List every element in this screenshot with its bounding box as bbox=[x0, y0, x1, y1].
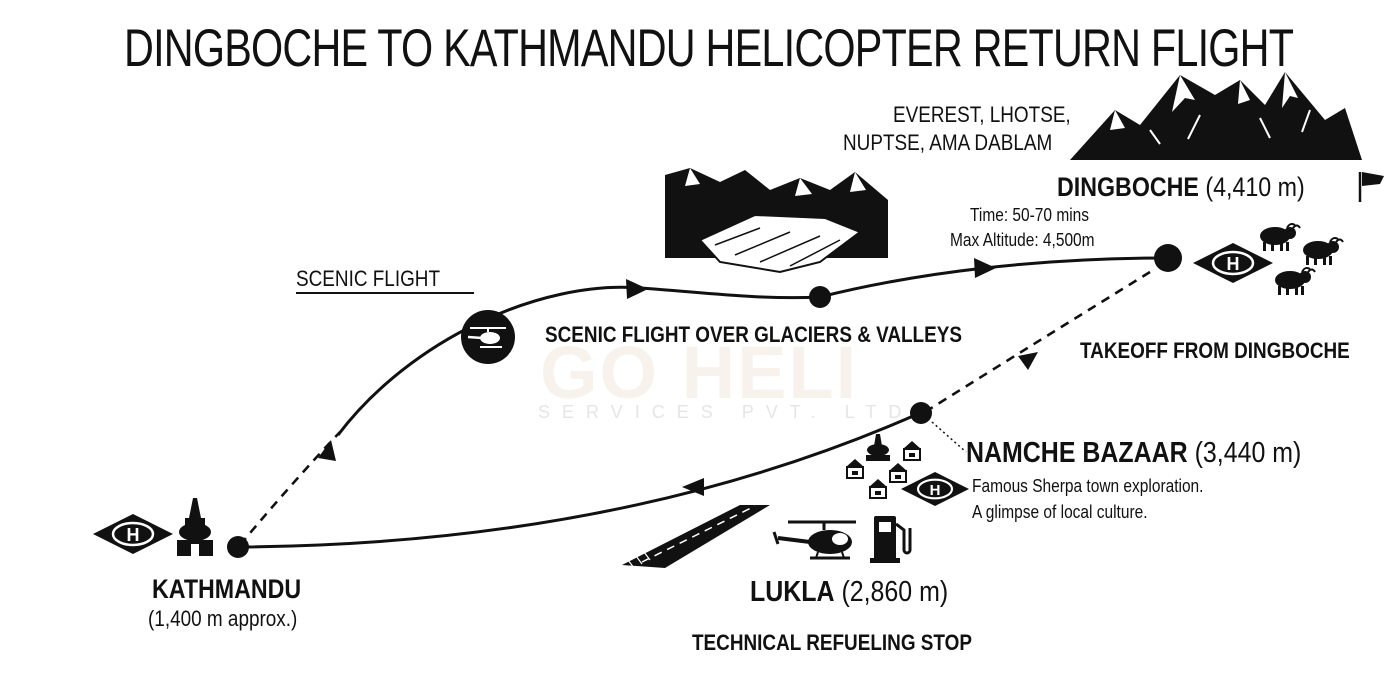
page-title: DINGBOCHE TO KATHMANDU HELICOPTER RETURN… bbox=[124, 19, 1294, 78]
namche-desc-line1: Famous Sherpa town exploration. bbox=[972, 476, 1204, 496]
dingboche-name: DINGBOCHE bbox=[1057, 172, 1199, 202]
route-arrow bbox=[318, 440, 336, 461]
route-arrow bbox=[974, 258, 996, 278]
watermark-brand: GO HELI bbox=[540, 331, 859, 414]
namche-desc-line2: A glimpse of local culture. bbox=[972, 502, 1148, 522]
route-arrow bbox=[626, 279, 648, 299]
scenic-glaciers-label: SCENIC FLIGHT OVER GLACIERS & VALLEYS bbox=[545, 322, 962, 347]
dingboche-label: DINGBOCHE (4,410 m) bbox=[1057, 172, 1305, 203]
helipad-letter: H bbox=[127, 525, 140, 545]
peaks-label-line1: EVEREST, LHOTSE, bbox=[893, 102, 1071, 127]
kathmandu-altitude: (1,400 m approx.) bbox=[148, 606, 298, 631]
flight-time: Time: 50-70 mins bbox=[970, 205, 1090, 225]
namche-altitude: (3,440 m) bbox=[1194, 437, 1302, 469]
namche-name: NAMCHE BAZAAR bbox=[966, 437, 1188, 469]
dingboche-altitude: (4,410 m) bbox=[1205, 172, 1305, 202]
lukla-name: LUKLA bbox=[750, 576, 835, 608]
helipad-letter: H bbox=[930, 482, 941, 499]
stupa-icon bbox=[177, 498, 213, 556]
takeoff-label: TAKEOFF FROM DINGBOCHE bbox=[1080, 338, 1350, 363]
node-dingboche bbox=[1154, 244, 1182, 272]
lukla-altitude: (2,860 m) bbox=[841, 576, 949, 608]
node-glacier bbox=[809, 286, 831, 308]
kathmandu-name: KATHMANDU bbox=[152, 574, 302, 604]
flag-icon bbox=[1358, 172, 1384, 202]
refuel-label: TECHNICAL REFUELING STOP bbox=[692, 630, 972, 655]
yak-icon bbox=[1259, 223, 1301, 252]
scenic-flight-underline bbox=[296, 292, 474, 294]
route-dingboche-namche bbox=[924, 270, 1151, 414]
scenic-flight-label: SCENIC FLIGHT bbox=[296, 266, 441, 291]
route-namche-kathmandu bbox=[237, 411, 921, 549]
node-kathmandu bbox=[227, 536, 249, 558]
route-scenic-glacier bbox=[336, 285, 821, 436]
helicopter-icon bbox=[461, 310, 515, 364]
stupa-icon bbox=[866, 434, 890, 461]
peaks-label-line2: NUPTSE, AMA DABLAM bbox=[843, 130, 1053, 155]
namche-label: NAMCHE BAZAAR (3,440 m) bbox=[966, 437, 1301, 470]
yak-icon bbox=[1302, 237, 1344, 266]
route-glacier-dingboche bbox=[819, 256, 1169, 299]
helicopter-icon bbox=[772, 520, 856, 560]
route-arrow bbox=[1018, 352, 1038, 370]
yak-icon bbox=[1274, 267, 1316, 296]
mountain-range-icon bbox=[1070, 72, 1362, 160]
runway-icon bbox=[622, 505, 770, 569]
glacier-icon bbox=[665, 168, 888, 274]
helipad-letter: H bbox=[1227, 254, 1240, 274]
watermark-sub: SERVICES PVT. LTD. bbox=[538, 402, 931, 422]
route-arrow bbox=[682, 478, 704, 496]
lukla-label: LUKLA (2,860 m) bbox=[750, 576, 948, 609]
node-namche bbox=[910, 402, 932, 424]
max-altitude: Max Altitude: 4,500m bbox=[950, 230, 1095, 250]
fuel-pump-icon bbox=[870, 516, 912, 563]
